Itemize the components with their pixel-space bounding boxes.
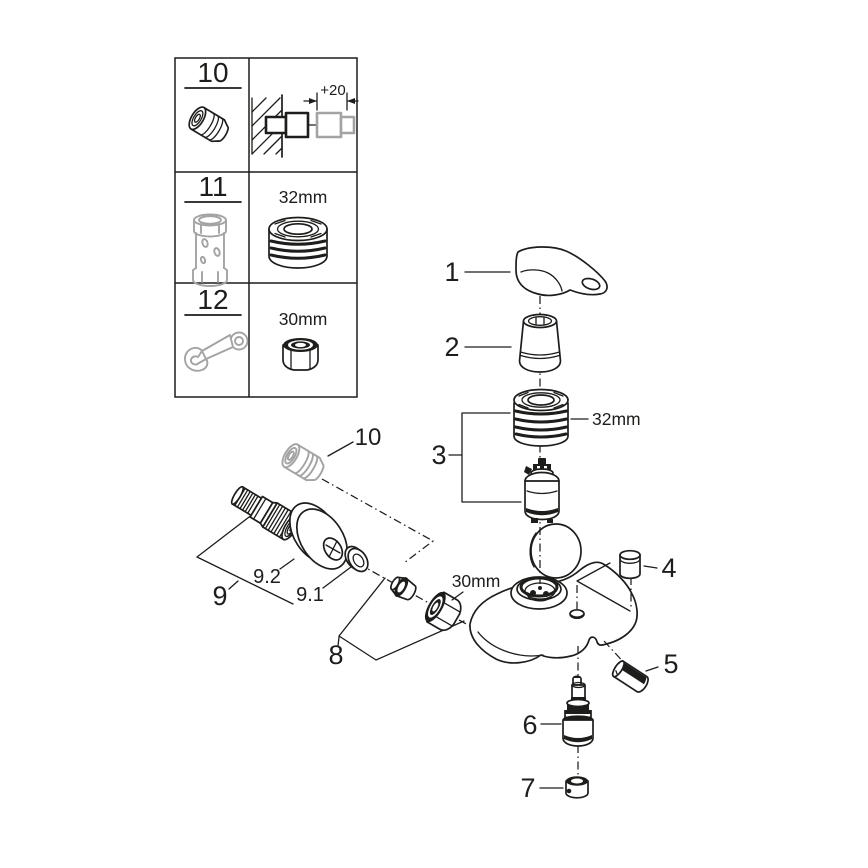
callout-part-8: 8 xyxy=(328,640,343,670)
table-row-10: 10 xyxy=(184,57,359,158)
table-item-10-label: 10 xyxy=(197,57,228,88)
part9-bracket xyxy=(196,513,294,605)
cartridge-seat-boss xyxy=(510,576,568,610)
cartridge-socket-tool-icon xyxy=(192,213,228,287)
part9-group xyxy=(196,485,369,605)
union-hex-nut-icon xyxy=(282,338,319,371)
open-end-wrench-icon xyxy=(184,331,249,372)
wall-mounting-depth-diagram: +20 xyxy=(251,82,359,158)
bushing xyxy=(565,776,589,799)
dome-cap xyxy=(518,313,562,373)
washer xyxy=(344,545,369,573)
table-row-11: 11 32mm xyxy=(184,171,328,287)
table-grid xyxy=(174,57,358,398)
cartridge-ring-nut xyxy=(513,388,569,447)
part8-bracket xyxy=(338,577,465,661)
dimension-30mm-label: 30mm xyxy=(452,571,501,591)
shower-outlet-dome xyxy=(529,523,582,579)
callout-part-1: 1 xyxy=(444,257,459,287)
table-32mm-label: 32mm xyxy=(279,187,328,207)
faucet-body xyxy=(469,523,638,664)
callout-part-6: 6 xyxy=(522,710,537,740)
table-row-12: 12 30mm xyxy=(184,284,328,372)
union-nut-30mm xyxy=(424,591,462,632)
callout-part-2: 2 xyxy=(444,332,459,362)
callout-part-3: 3 xyxy=(431,440,446,470)
plug-hole xyxy=(569,608,585,620)
callout-part-9-2: 9.2 xyxy=(253,566,281,588)
callouts: 1 2 3 4 5 6 7 8 9 9.1 9.2 10 32mm 30mm xyxy=(212,257,678,803)
callout-part-9: 9 xyxy=(212,581,227,611)
table-item-12-label: 12 xyxy=(197,284,228,315)
knurled-plug xyxy=(611,660,649,693)
dimension-plus20: +20 xyxy=(303,82,359,111)
escutcheon xyxy=(288,502,349,570)
callout-part-4: 4 xyxy=(661,553,676,583)
part4-pointer xyxy=(576,562,631,612)
dimension-32mm-label: 32mm xyxy=(592,409,641,429)
callout-part-10: 10 xyxy=(355,424,382,451)
part8-group xyxy=(338,576,465,661)
wall-extension-fitting-icon xyxy=(188,106,229,143)
outlet-plug xyxy=(619,549,641,580)
callout-part-5: 5 xyxy=(663,649,678,679)
callout-part-7: 7 xyxy=(520,773,535,803)
lever-handle xyxy=(515,246,608,297)
callout-part-9-1: 9.1 xyxy=(296,584,324,606)
ceramic-cartridge xyxy=(524,458,560,523)
table-30mm-label: 30mm xyxy=(279,309,328,329)
extension-fitting-part10 xyxy=(281,443,325,482)
check-valve xyxy=(389,576,417,601)
tools-table: 10 xyxy=(174,57,359,398)
table-item-11-label: 11 xyxy=(198,171,227,202)
cartridge-ring-nut-icon xyxy=(268,216,328,269)
plus20-dimension-label: +20 xyxy=(320,82,345,99)
diverter-valve xyxy=(562,675,594,747)
